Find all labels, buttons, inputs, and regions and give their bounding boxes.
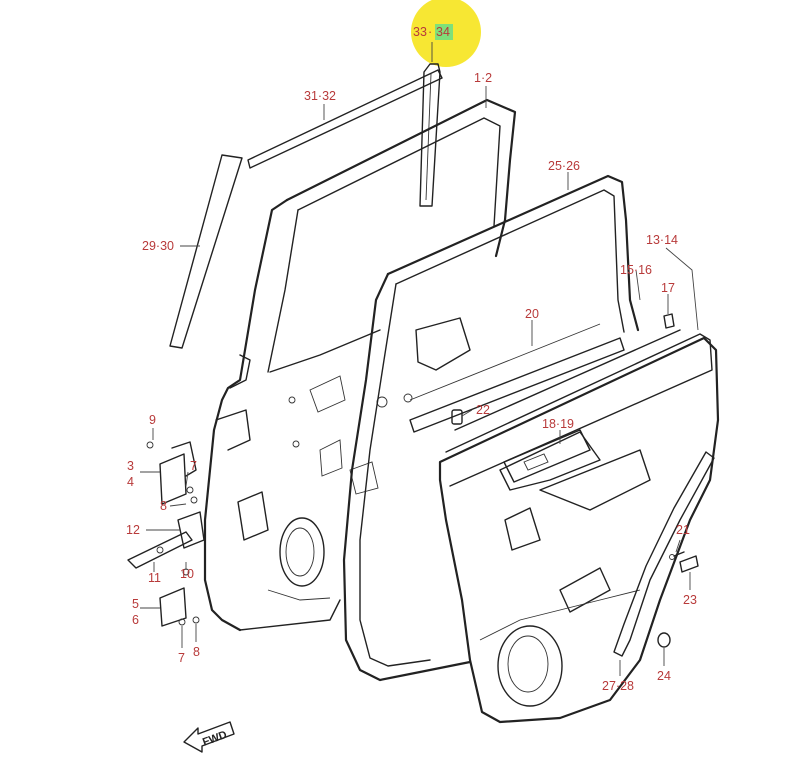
checker-link[interactable] — [127, 511, 205, 576]
upper-hinge[interactable] — [146, 441, 198, 505]
label-13-14[interactable]: 13·14 — [646, 233, 678, 247]
door-trim-panel[interactable] — [438, 329, 720, 724]
part-22-clip[interactable] — [451, 409, 463, 425]
label-34[interactable]: 34 — [436, 25, 450, 39]
label-17[interactable]: 17 — [661, 281, 675, 295]
label-29-30[interactable]: 29·30 — [142, 239, 174, 253]
label-24[interactable]: 24 — [657, 669, 671, 683]
label-22[interactable]: 22 — [476, 403, 490, 417]
label-4[interactable]: 4 — [127, 475, 134, 489]
label-7-lower[interactable]: 7 — [178, 651, 185, 665]
part-25-26-weatherstrip[interactable] — [342, 174, 640, 682]
part-23-cap[interactable] — [679, 555, 699, 573]
fwd-arrow: FWD — [183, 721, 235, 753]
label-3[interactable]: 3 — [127, 459, 134, 473]
label-11[interactable]: 11 — [148, 571, 161, 585]
label-12[interactable]: 12 — [126, 523, 140, 537]
label-23[interactable]: 23 — [683, 593, 697, 607]
lower-hinge[interactable] — [159, 587, 200, 627]
label-7-upper[interactable]: 7 — [190, 459, 197, 473]
part-1-2-door-shell[interactable] — [203, 98, 517, 632]
label-33[interactable]: 33 — [413, 25, 427, 39]
label-8-upper[interactable]: 8 — [160, 499, 167, 513]
label-21[interactable]: 21 — [676, 523, 690, 537]
part-33-34-weatherstrip[interactable] — [419, 63, 441, 207]
label-9[interactable]: 9 — [149, 413, 156, 427]
label-18-19[interactable]: 18·19 — [542, 417, 574, 431]
label-15-16[interactable]: 15·16 — [620, 263, 652, 277]
label-27-28[interactable]: 27·28 — [602, 679, 634, 693]
part-29-30-pillar-trim[interactable] — [169, 154, 243, 349]
label-1-2[interactable]: 1·2 — [474, 71, 492, 85]
part-20-belt[interactable] — [409, 323, 625, 433]
part-labels: 33 · 34 31·32 1·2 25·26 29·30 13·14 15·1… — [126, 25, 697, 693]
label-25-26[interactable]: 25·26 — [548, 159, 580, 173]
label-10[interactable]: 10 — [180, 567, 194, 581]
highlight-text-bg — [435, 24, 453, 40]
part-24-clip[interactable] — [657, 632, 671, 648]
part-17-clip[interactable] — [663, 313, 675, 329]
label-20[interactable]: 20 — [525, 307, 539, 321]
label-dot-33-34: · — [428, 25, 432, 39]
part-31-32-molding[interactable] — [247, 69, 443, 169]
label-8-lower[interactable]: 8 — [193, 645, 200, 659]
part-18-19-switch-panel[interactable] — [503, 429, 591, 483]
label-5[interactable]: 5 — [132, 597, 139, 611]
part-21-screw[interactable] — [669, 551, 685, 560]
part-27-28-strip[interactable] — [613, 451, 715, 657]
label-31-32[interactable]: 31·32 — [304, 89, 336, 103]
label-6[interactable]: 6 — [132, 613, 139, 627]
leader-lines — [140, 42, 699, 676]
